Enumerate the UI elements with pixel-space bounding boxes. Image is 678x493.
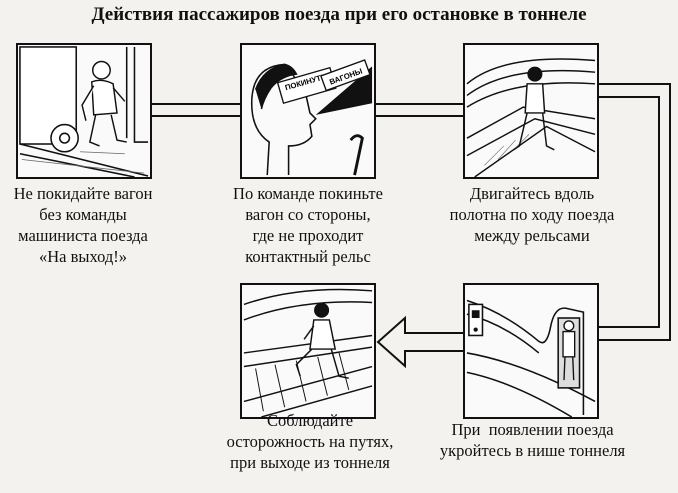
arrow-4-5 [376,315,463,369]
diagram-title: Действия пассажиров поезда при его остан… [91,4,587,25]
panel-walk-along-track [463,43,599,179]
step-4-caption: При появлении поезда укройтесь в нише то… [439,420,626,460]
step-3-caption: Двигайтесь вдоль полотна по ходу поезда … [449,184,615,245]
panel-hide-in-niche [463,283,599,419]
connector-3-4 [599,83,671,341]
connector-1-2 [152,103,240,117]
panel-exit-command: ПОКИНУТЬ ВАГОНЫ [240,43,376,179]
step-1-caption: Не покидайте вагон без команды машиниста… [13,184,153,266]
panel-stay-in-car [16,43,152,179]
panel-careful-exit [240,283,376,419]
step-2-caption: По команде покиньте вагон со стороны, гд… [233,184,383,266]
step-5-caption: Соблюдайте осторожность на путях, при вы… [226,411,394,472]
connector-2-3 [376,103,463,117]
